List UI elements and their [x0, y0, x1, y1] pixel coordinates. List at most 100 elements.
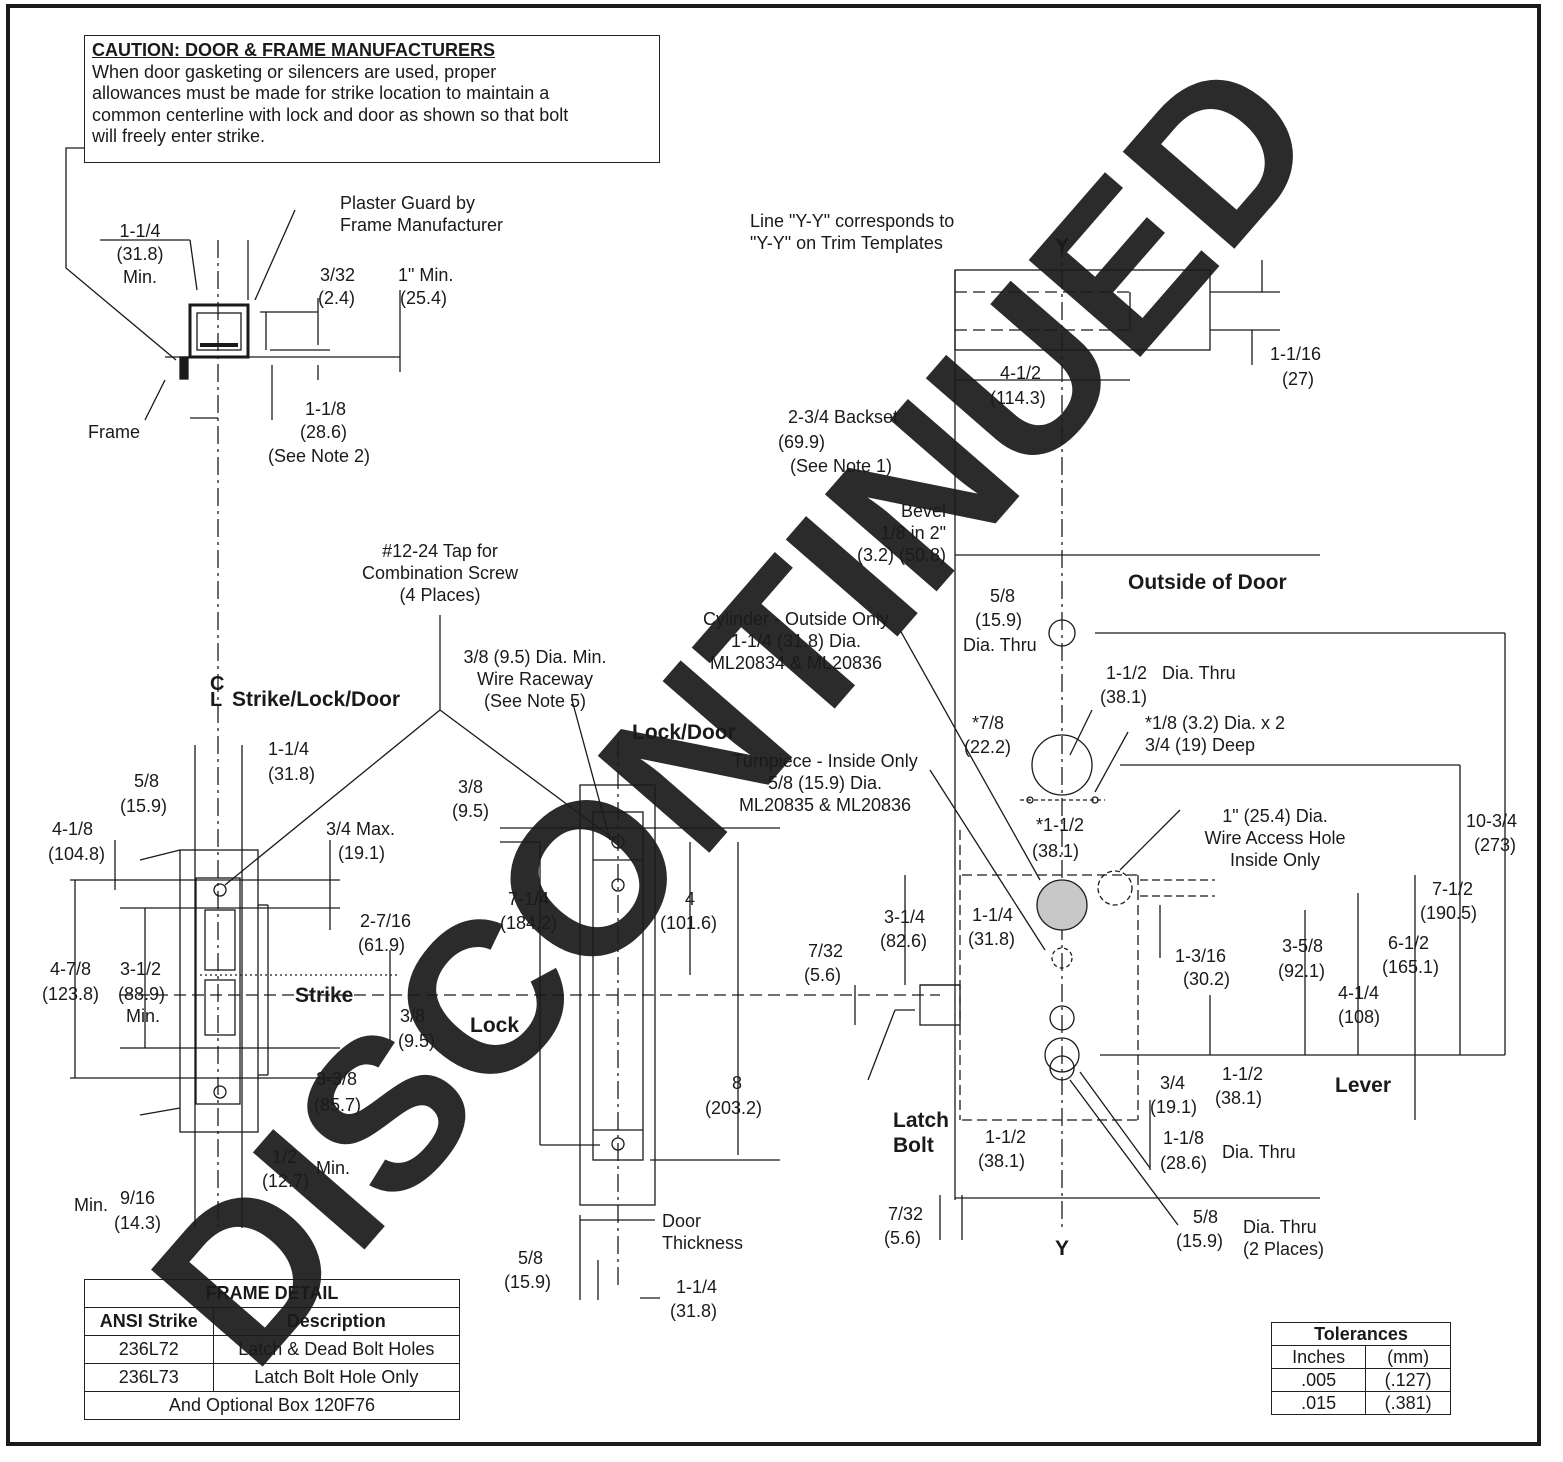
caution-title: CAUTION: DOOR & FRAME MANUFACTURERS [92, 40, 495, 60]
door-dim-190-5: (190.5) [1420, 903, 1478, 923]
bevel-note: Bevel 1/8 in 2" (3.2) (50.8) [856, 501, 946, 565]
inches-cell: .015 [1270, 1391, 1367, 1415]
door-dim-7-1-2: 7-1/2 [1432, 879, 1474, 899]
door-dim-3-5-8: 3-5/8 [1282, 936, 1324, 956]
door-thickness-label: Door Thickness [662, 1211, 744, 1253]
door-dia-thru-2-places: Dia. Thru (2 Places) [1243, 1217, 1325, 1259]
door-dim-15-9b: (15.9) [1176, 1231, 1224, 1251]
cl-lock-door: Lock/Door [632, 721, 736, 744]
door-dim-22-2: (22.2) [964, 737, 1012, 757]
cl-lock: Lock [470, 1014, 520, 1037]
door-dim-6-1-2: 6-1/2 [1388, 933, 1430, 953]
lock-dim-1-1-4: 1-1/4 [676, 1277, 718, 1297]
door-dim-1-1-4: 1-1/4 [972, 905, 1014, 925]
cl-symbol: C L [210, 673, 225, 711]
cl-latch-bolt: Latch Bolt [893, 1109, 950, 1157]
cylinder-note: Cylinder - Outside Only 1-1/4 (31.8) Dia… [702, 609, 890, 673]
inches-cell: .005 [1270, 1368, 1367, 1392]
strike-cell: 236L72 [84, 1335, 214, 1364]
table-row: 236L72 Latch & Dead Bolt Holes [84, 1335, 461, 1364]
door-dim-3-1-4: 3-1/4 [884, 907, 926, 927]
y-label-top: Y [1055, 235, 1070, 258]
door-dim-4-1-4: 4-1/4 [1338, 983, 1380, 1003]
line-art [65, 147, 1506, 1300]
strike-min-3: Min. [74, 1195, 109, 1215]
lock-dim-101-6: (101.6) [660, 913, 718, 933]
description-cell: Latch Bolt Hole Only [212, 1363, 461, 1392]
lock-dim-15-9: (15.9) [504, 1272, 552, 1292]
frame-dim-31-8: (31.8) [116, 244, 164, 264]
table-row: 236L73 Latch Bolt Hole Only [84, 1363, 461, 1392]
caution-note: CAUTION: DOOR & FRAME MANUFACTURERS When… [84, 35, 660, 163]
door-dim-b1-1-2: 1-1/2 [1222, 1064, 1264, 1084]
door-dim-5-6: (5.6) [804, 965, 842, 985]
door-dim-5-8b: 5/8 [1193, 1207, 1219, 1227]
tolerances-table: Tolerances Inches (mm) .005 (.127) .015 … [1270, 1322, 1451, 1415]
strike-dim-5-8: 5/8 [134, 771, 160, 791]
door-dia-thru-3: Dia. Thru [1222, 1142, 1296, 1162]
table-row: .005 (.127) [1270, 1368, 1451, 1392]
strike-dim-2-7-16: 2-7/16 [360, 911, 412, 931]
door-dim-15-9: (15.9) [975, 610, 1023, 630]
y-label-bottom: Y [1055, 1237, 1070, 1260]
frame-dim-25-4: (25.4) [400, 288, 448, 308]
description-cell: Latch & Dead Bolt Holes [212, 1335, 461, 1364]
caution-body: When door gasketing or silencers are use… [92, 61, 569, 147]
door-dim-1-1-8: 1-1/8 [1163, 1128, 1205, 1148]
backset-label: 2-3/4 Backset [788, 407, 899, 427]
plaster-guard-label: Plaster Guard by Frame Manufacturer [340, 193, 504, 235]
frame-dim-1-1-8: 1-1/8 [305, 399, 347, 419]
door-dim-27: (27) [1282, 369, 1315, 389]
door-dim-31-8: (31.8) [968, 929, 1016, 949]
door-dim-7-8: *7/8 [972, 713, 1005, 733]
door-dim-10-3-4: 10-3/4 [1466, 811, 1518, 831]
cl-strike-lock-door: Strike/Lock/Door [232, 688, 401, 711]
line-yy-note: Line "Y-Y" corresponds to "Y-Y" on Trim … [750, 211, 955, 253]
strike-dim-14-3: (14.3) [114, 1213, 162, 1233]
lock-dim-7-1-4: 7-1/4 [508, 889, 550, 909]
door-dim-3-4: 3/4 [1160, 1073, 1186, 1093]
mm-cell: (.381) [1365, 1391, 1451, 1415]
cl-strike: Strike [295, 984, 354, 1007]
tolerances-title: Tolerances [1271, 1322, 1451, 1346]
door-dim-273: (273) [1474, 835, 1517, 855]
mm-cell: (.127) [1365, 1368, 1451, 1392]
door-dim-69-9: (69.9) [778, 432, 826, 452]
frame-dim-1-1-4: 1-1/4 [119, 221, 161, 241]
strike-dim-1-2: 1/2 [272, 1147, 298, 1167]
strike-dim-3-1-2: 3-1/2 [120, 959, 162, 979]
see-note-2: (See Note 2) [268, 446, 371, 466]
door-dim-5-8: 5/8 [990, 586, 1016, 606]
outside-of-door: Outside of Door [1128, 571, 1287, 594]
strike-dim-3-3-8: 3-3/8 [316, 1069, 358, 1089]
door-dim-92-1: (92.1) [1278, 961, 1326, 981]
strike-min-2: Min. [316, 1158, 351, 1178]
strike-dim-1-1-4: 1-1/4 [268, 739, 310, 759]
door-dim-1-1-16: 1-1/16 [1270, 344, 1322, 364]
door-dim-82-6: (82.6) [880, 931, 928, 951]
strike-dim-88-9: (88.9) [118, 984, 166, 1004]
small-hole-note: *1/8 (3.2) Dia. x 2 3/4 (19) Deep [1145, 713, 1286, 755]
door-dim-7-32: 7/32 [808, 941, 844, 961]
frame-dim-28-6: (28.6) [300, 422, 348, 442]
strike-dim-104-8: (104.8) [48, 844, 106, 864]
lock-dim-5-8: 5/8 [518, 1248, 544, 1268]
drawing-border [6, 4, 1541, 1446]
door-dim-s38-1: (38.1) [1032, 841, 1080, 861]
door-dia-thru: Dia. Thru [963, 635, 1037, 655]
strike-dim-19-1: (19.1) [338, 843, 386, 863]
turnpiece-note: Turnpiece - Inside Only 5/8 (15.9) Dia. … [732, 751, 918, 815]
door-dim-1-1-2: 1-1/2 [1106, 663, 1148, 683]
raceway-note: 3/8 (9.5) Dia. Min. Wire Raceway (See No… [463, 647, 607, 711]
door-dim-5-6b: (5.6) [884, 1228, 922, 1248]
door-dim-b38-1: (38.1) [1215, 1088, 1263, 1108]
door-dim-4-1-2: 4-1/2 [1000, 363, 1042, 383]
frame-detail-col-description: Description [212, 1307, 461, 1336]
lock-dim-184-2: (184.2) [500, 913, 558, 933]
frame-detail-table: FRAME DETAIL ANSI Strike Description 236… [84, 1279, 461, 1420]
strike-dim-4-1-8: 4-1/8 [52, 819, 94, 839]
see-note-1: (See Note 1) [790, 456, 893, 476]
strike-dim-31-8: (31.8) [268, 764, 316, 784]
strike-cell: 236L73 [84, 1363, 214, 1392]
door-dim-38-1: (38.1) [1100, 687, 1148, 707]
